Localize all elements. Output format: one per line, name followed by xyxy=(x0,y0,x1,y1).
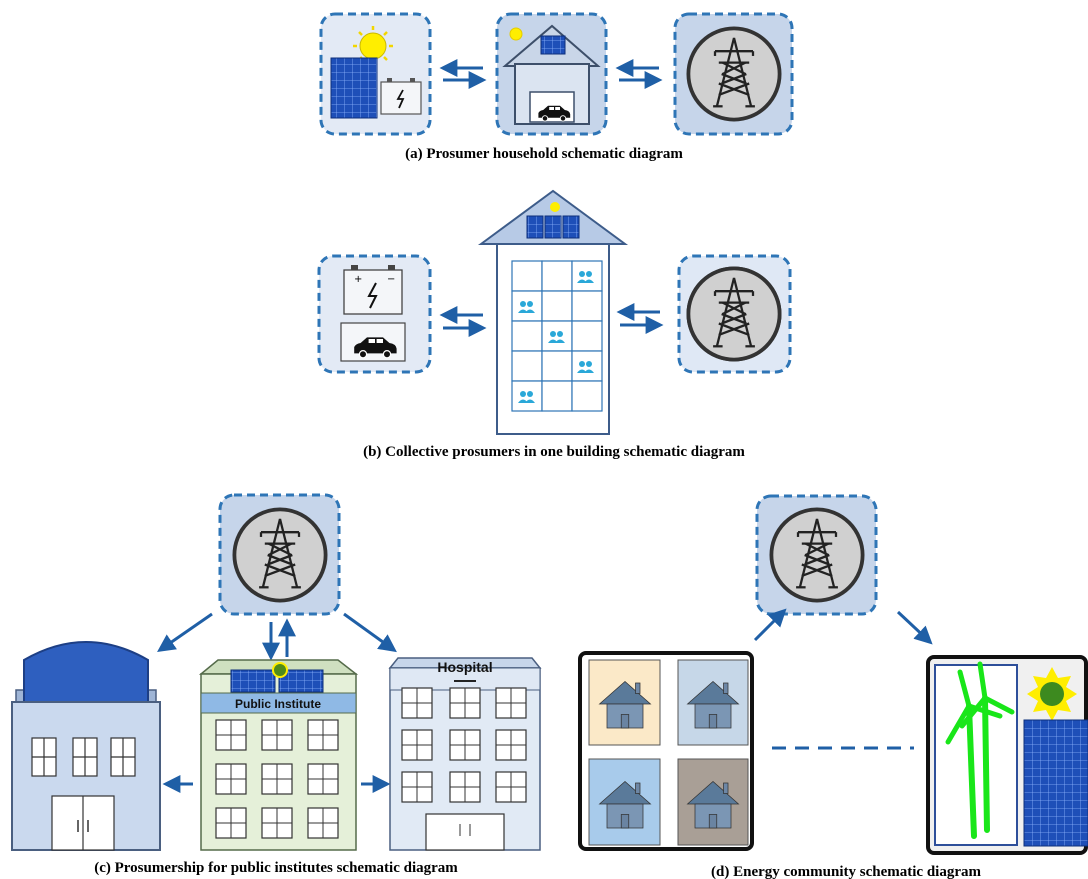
battery-icon xyxy=(380,78,422,115)
sun-icon xyxy=(1027,667,1077,721)
transmission-tower-icon xyxy=(769,507,865,603)
transmission-tower-icon xyxy=(232,507,328,603)
battery-icon: + − xyxy=(343,265,403,315)
sun-icon xyxy=(509,27,523,41)
arrow-icon xyxy=(343,612,397,653)
wind-turbine-icon xyxy=(945,661,1015,839)
solar-panel-icon xyxy=(1023,719,1088,847)
arrow-icon xyxy=(753,608,787,642)
arrow-icon xyxy=(896,610,933,645)
caption-c: (c) Prosumership for public institutes s… xyxy=(94,860,458,876)
panel-b: + − xyxy=(317,189,792,460)
solar-panel-icon xyxy=(330,57,378,119)
apartment-building xyxy=(477,189,629,435)
panel-c: Public Institute Hos xyxy=(11,493,542,876)
hospital-building-icon: Hospital xyxy=(388,657,542,851)
caption-a: (a) Prosumer household schematic diagram xyxy=(405,146,683,162)
solar-panel-icon xyxy=(278,669,324,693)
svg-text:+: + xyxy=(354,274,362,285)
solar-panel-icon xyxy=(526,215,544,239)
panel-d: (d) Energy community schematic diagram xyxy=(578,494,1088,879)
solar-panel-icon xyxy=(230,669,276,693)
sun-icon xyxy=(550,202,560,212)
transmission-tower-icon xyxy=(686,266,782,362)
solar-panel-icon xyxy=(544,215,562,239)
transmission-tower-icon xyxy=(686,26,782,122)
hospital-label: Hospital xyxy=(437,659,492,675)
panel-a: (a) Prosumer household schematic diagram xyxy=(319,12,794,162)
solar-panel-icon xyxy=(562,215,580,239)
caption-b: (b) Collective prosumers in one building… xyxy=(363,444,745,460)
dome-building-icon xyxy=(11,641,161,851)
solar-panel-icon xyxy=(540,35,566,55)
house-icon xyxy=(502,24,601,125)
sun-icon xyxy=(272,662,288,678)
svg-text:−: − xyxy=(387,274,395,285)
arrow-icon xyxy=(157,612,213,653)
caption-d: (d) Energy community schematic diagram xyxy=(711,864,981,879)
public-institute-label: Public Institute xyxy=(235,697,321,711)
public-institute-building: Public Institute xyxy=(198,659,359,851)
